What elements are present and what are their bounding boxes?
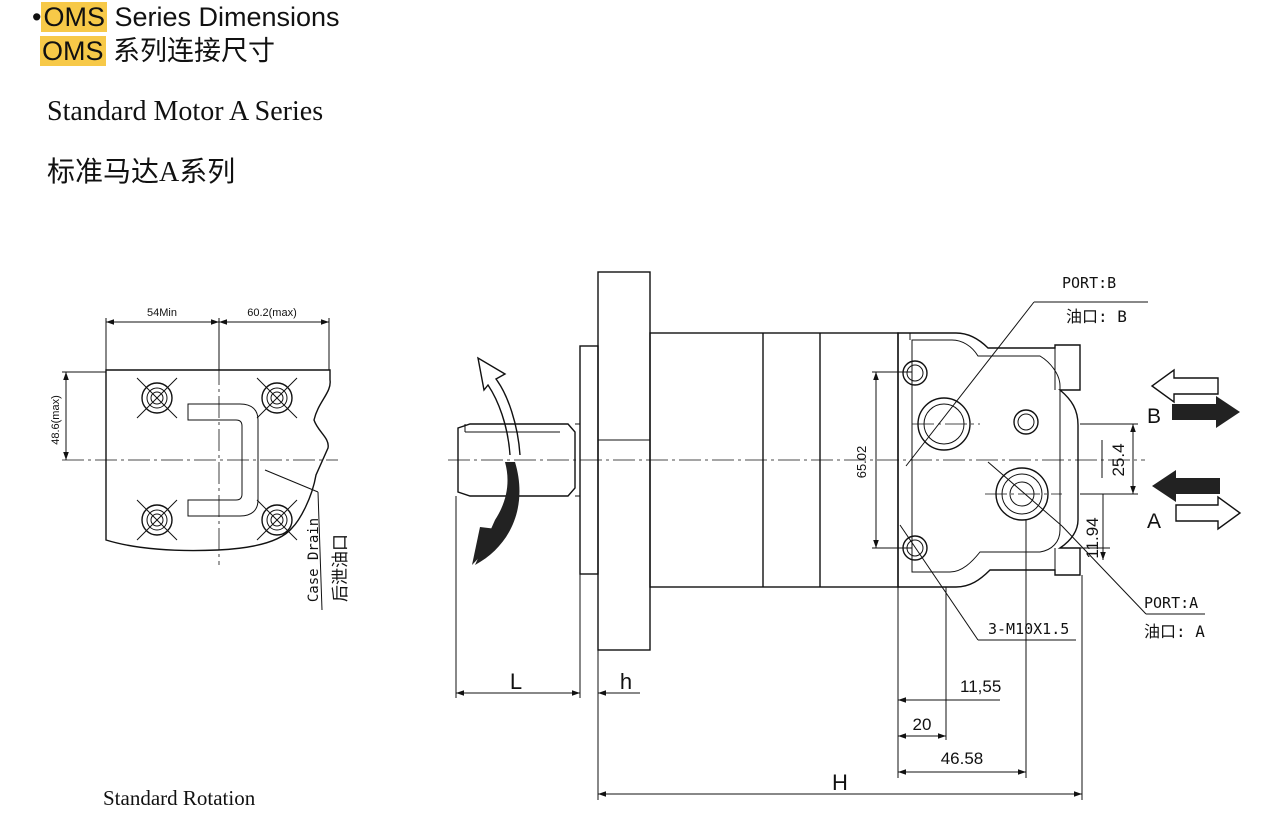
port-b-hole bbox=[912, 397, 980, 451]
port-block bbox=[897, 332, 1081, 588]
dim-602-label: 60.2(max) bbox=[247, 307, 297, 319]
port-b-cn-label: 油口: B bbox=[1066, 307, 1127, 326]
dim-20-label: 20 bbox=[913, 715, 932, 734]
side-view: B A PORT:B 油口: B PORT:A 油口: A 3-M10X1.5 … bbox=[448, 271, 1242, 800]
subtitle-cn: 标准马达A系列 bbox=[47, 157, 236, 188]
title-cn-code: OMS bbox=[40, 36, 106, 66]
dim-4658-label: 46.58 bbox=[941, 749, 984, 768]
rotation-arrow-outline bbox=[477, 356, 521, 456]
dim-6502-label: 65.02 bbox=[854, 446, 869, 479]
mount-hole-top bbox=[902, 360, 928, 386]
arrow-b-solid bbox=[1172, 396, 1240, 428]
port-b-letter: B bbox=[1147, 405, 1161, 428]
dim-h-label: h bbox=[620, 669, 632, 694]
dim-1155-label: 11,55 bbox=[960, 677, 1001, 696]
mounting-flange bbox=[597, 271, 651, 651]
title-en: •OMS Series Dimensions bbox=[32, 0, 340, 34]
arrow-b-outline bbox=[1150, 368, 1219, 404]
arrow-a-outline bbox=[1175, 495, 1242, 531]
dim-1194-label: 11.94 bbox=[1083, 517, 1102, 558]
bolt-bottom-right bbox=[256, 499, 298, 541]
title-series-code: OMS bbox=[41, 2, 107, 32]
port-a-cn-label: 油口: A bbox=[1144, 622, 1205, 641]
port-a-label: PORT:A bbox=[1144, 594, 1198, 612]
dim-54-label: 54Min bbox=[147, 307, 177, 319]
port-a-hole bbox=[985, 467, 1062, 521]
bolt-top-left bbox=[136, 377, 178, 419]
rotation-arrow-dark bbox=[475, 462, 520, 565]
arrow-a-solid bbox=[1152, 470, 1220, 502]
shaft bbox=[457, 423, 576, 497]
dim-H-label: H bbox=[832, 770, 848, 795]
mount-hole-right bbox=[1013, 409, 1039, 435]
port-b-label: PORT:B bbox=[1062, 274, 1116, 292]
dim-254-label: 25.4 bbox=[1109, 443, 1128, 476]
title-cn: OMS 系列连接尺寸 bbox=[32, 34, 340, 68]
subtitle-en: Standard Motor A Series bbox=[47, 96, 324, 127]
dim-L-label: L bbox=[510, 669, 522, 694]
front-housing-outline bbox=[105, 369, 331, 552]
dim-486-label: 48.6(max) bbox=[50, 395, 62, 445]
front-inner-slot bbox=[187, 403, 259, 517]
case-drain-cn-label: 后泄油口 bbox=[331, 534, 351, 602]
title-bullet: • bbox=[32, 2, 42, 32]
title-cn-suffix: 系列连接尺寸 bbox=[105, 36, 276, 66]
caption-standard-rotation: Standard Rotation bbox=[103, 786, 256, 810]
bolt-bottom-left bbox=[136, 499, 178, 541]
front-view: 54Min 60.2(max) 48.6(max) Case Drain 后泄油… bbox=[50, 307, 351, 611]
port-a-letter: A bbox=[1147, 510, 1161, 533]
case-drain-label: Case Drain bbox=[306, 518, 322, 602]
bolt-top-right bbox=[256, 377, 298, 419]
title-suffix: Series Dimensions bbox=[106, 2, 340, 32]
header: •OMS Series Dimensions OMS 系列连接尺寸 bbox=[32, 0, 340, 68]
thread-label: 3-M10X1.5 bbox=[988, 620, 1069, 638]
